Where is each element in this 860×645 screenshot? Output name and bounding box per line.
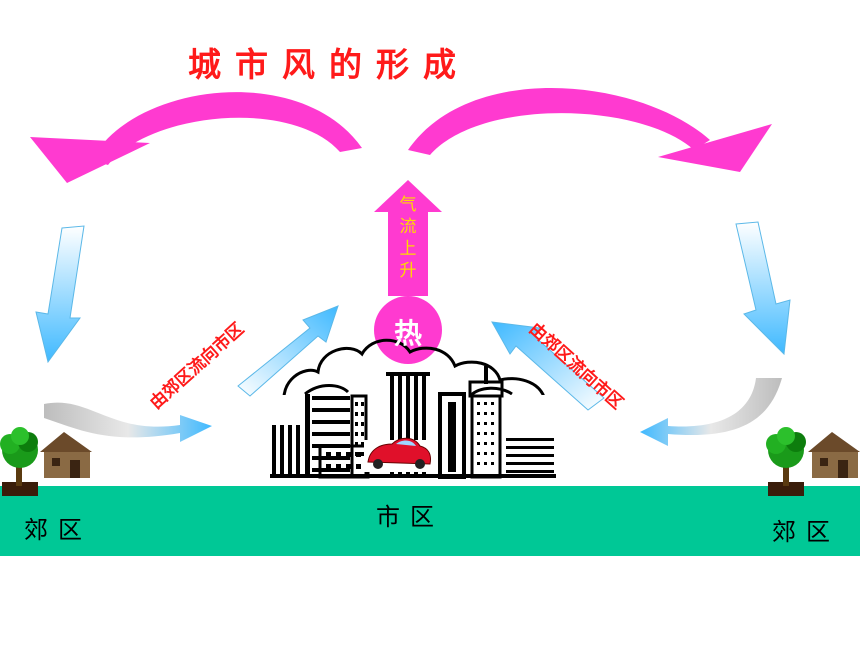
city-buildings	[270, 366, 556, 479]
suburb-label-left: 郊区	[24, 516, 92, 544]
inflow-arrow-left	[237, 305, 339, 397]
curve-arrow-right	[408, 87, 772, 172]
updraft-char-4: 升	[399, 261, 417, 281]
updraft-arrow	[374, 180, 442, 296]
diagram-title: 城市风的形成	[188, 45, 470, 84]
tree-icon	[0, 427, 38, 496]
curve-arrow-left	[30, 92, 362, 183]
turning-air-arrow-left	[44, 402, 212, 442]
updraft-char-3: 上	[399, 239, 417, 259]
ground-strip	[0, 486, 860, 556]
car-icon	[364, 437, 431, 472]
descending-air-arrow-left	[35, 225, 85, 364]
updraft-char-2: 流	[399, 217, 417, 237]
house-icon	[40, 432, 92, 478]
inflow-arrow-right	[491, 321, 605, 411]
descending-air-arrow-right	[735, 221, 791, 356]
heat-label: 热	[393, 317, 422, 350]
tree-icon-right	[766, 427, 806, 496]
city-label: 市区	[376, 503, 444, 531]
suburb-label-right: 郊区	[772, 518, 840, 546]
updraft-label: 气 流 上 升	[396, 194, 420, 282]
updraft-char-1: 气	[399, 195, 417, 215]
house-icon-right	[808, 432, 860, 478]
turning-air-arrow-right	[640, 378, 782, 446]
